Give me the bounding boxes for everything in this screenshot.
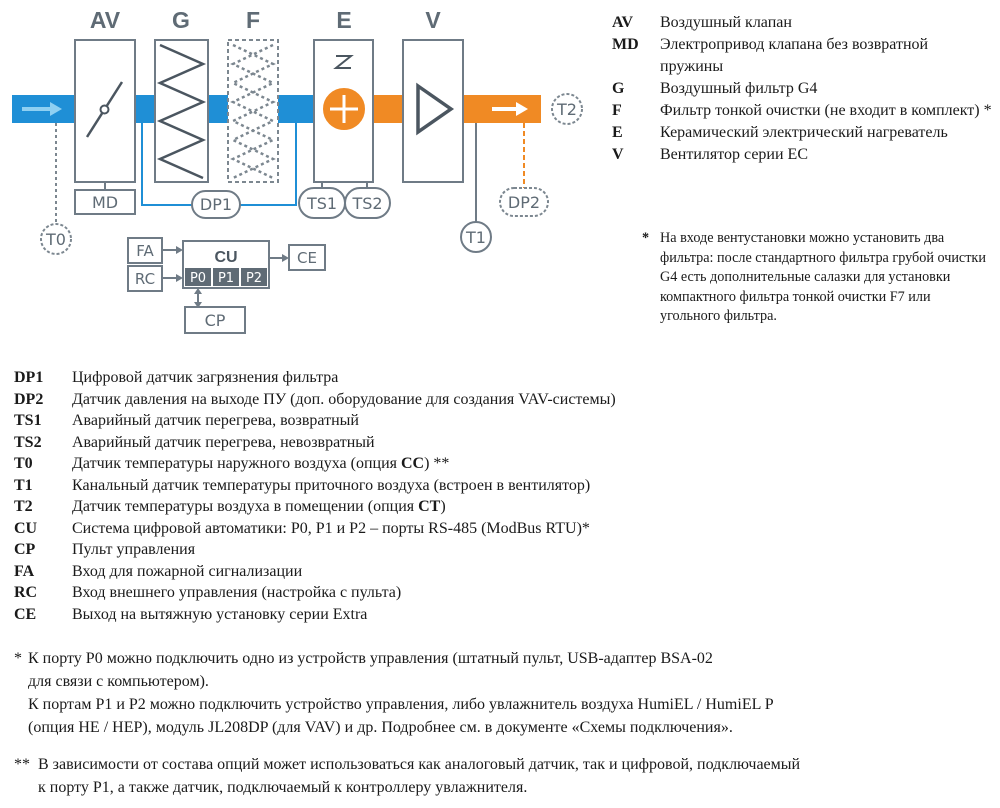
ventilation-schematic: AV G F E V MD DP1 xyxy=(12,7,583,334)
port-p2-label: P2 xyxy=(246,271,262,286)
port-p0 xyxy=(185,268,211,286)
ce-output: CE xyxy=(288,244,326,271)
ts1-sensor: TS1 xyxy=(298,187,346,219)
fa-input: FA xyxy=(127,237,163,264)
fine-filter-unit xyxy=(227,39,279,183)
hot-air-duct xyxy=(373,95,403,123)
inlet-arrow-icon xyxy=(22,102,62,116)
cp-label: CP xyxy=(205,311,226,330)
t2-sensor: T2 xyxy=(551,93,583,125)
air-damper-unit xyxy=(74,39,136,183)
unit-label-e: E xyxy=(336,7,351,33)
ports-footnote-line: (опция HE / HEP), модуль JL208DP (для VA… xyxy=(28,719,733,736)
electric-heater-unit xyxy=(313,39,374,183)
t2-label: T2 xyxy=(556,100,577,119)
ports-footnote: * К порту P0 можно подключить одно из ус… xyxy=(14,647,989,739)
unit-label-v: V xyxy=(425,7,441,33)
ec-fan-unit xyxy=(402,39,464,183)
lightning-icon xyxy=(333,55,354,69)
dp1-sensor: DP1 xyxy=(191,190,241,219)
outlet-arrow-icon xyxy=(492,102,528,116)
rc-label: RC xyxy=(135,270,155,288)
rc-input: RC xyxy=(127,265,163,292)
filter-footnote: * На входе вентустановки можно установит… xyxy=(642,229,992,327)
sensor-footnote: ** В зависимости от состава опций может … xyxy=(14,753,989,799)
sensor-footnote-line: к порту P1, а также датчик, подключаемый… xyxy=(38,779,528,796)
port-p1-label: P1 xyxy=(218,271,234,286)
ports-footnote-line: К портам P1 и P2 можно подключить устрой… xyxy=(28,696,774,713)
ts2-sensor: TS2 xyxy=(344,187,391,219)
md-label: MD xyxy=(92,193,118,212)
dp2-label: DP2 xyxy=(508,193,540,212)
ports-footnote-line: для связи с компьютером). xyxy=(28,673,209,690)
ce-label: CE xyxy=(297,249,317,267)
unit-label-g: G xyxy=(172,7,190,33)
t1-label: T1 xyxy=(465,228,486,247)
ts2-label: TS2 xyxy=(351,194,382,213)
dp1-label: DP1 xyxy=(200,195,232,214)
t0-label: T0 xyxy=(45,230,66,249)
footnote-mark: ** xyxy=(14,756,30,773)
t0-sensor: T0 xyxy=(40,223,72,255)
t1-sensor: T1 xyxy=(460,221,492,253)
footnote-mark: * xyxy=(14,650,22,667)
port-p0-label: P0 xyxy=(190,271,206,286)
md-actuator-box xyxy=(74,189,136,215)
cu-label: CU xyxy=(214,249,237,266)
footnote-mark: * xyxy=(642,230,650,246)
cold-air-duct xyxy=(135,95,155,123)
dp2-sensor: DP2 xyxy=(499,187,549,217)
cp-control-panel: CP xyxy=(184,306,246,334)
cold-air-duct xyxy=(278,95,314,123)
filter-footnote-text: На входе вентустановки можно установить … xyxy=(660,230,986,324)
cu-controller: CU P0 P1 P2 xyxy=(182,240,270,289)
ts1-label: TS1 xyxy=(306,194,337,213)
port-p2 xyxy=(241,268,267,286)
unit-label-f: F xyxy=(246,7,260,33)
unit-label-av: AV xyxy=(90,7,121,33)
g4-filter-unit xyxy=(154,39,209,183)
sensor-footnote-line: В зависимости от состава опций может исп… xyxy=(38,756,801,773)
cold-air-duct xyxy=(208,95,228,123)
port-p1 xyxy=(213,268,239,286)
fa-label: FA xyxy=(136,242,154,260)
ports-footnote-line: К порту P0 можно подключить одно из устр… xyxy=(28,650,713,667)
